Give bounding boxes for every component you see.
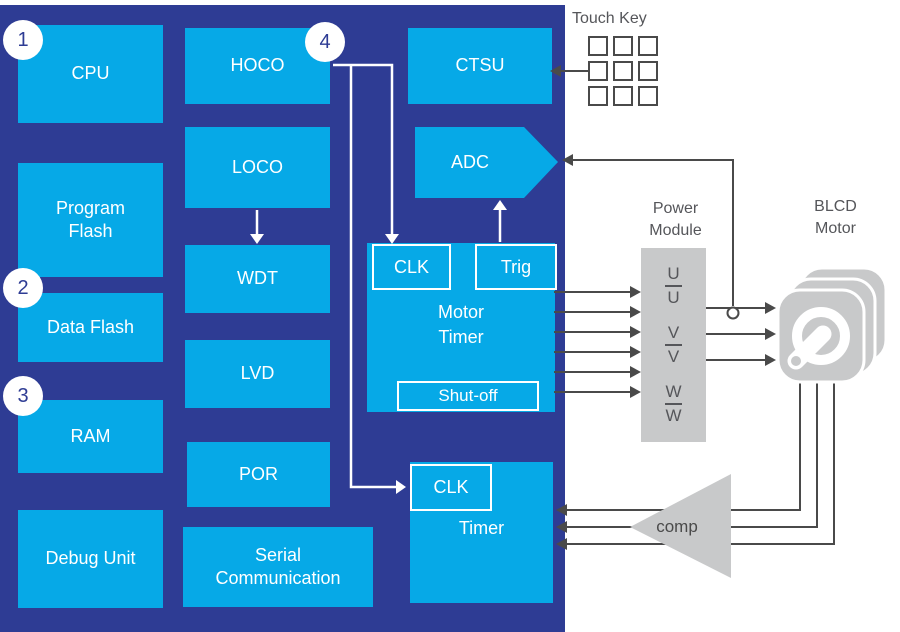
motor-timer-output-wires	[554, 291, 632, 393]
ctsu-label: CTSU	[455, 55, 505, 76]
timer-label: Timer	[458, 518, 505, 538]
por-label: POR	[238, 463, 278, 484]
touch-key-grid-icon	[588, 36, 658, 106]
phase-arrowheads	[765, 302, 776, 366]
phase-v: V V	[665, 324, 682, 366]
badge-4: 4	[305, 22, 345, 62]
phase-w: W W	[665, 382, 682, 425]
badge-3: 3	[3, 376, 43, 416]
hoco-label: HOCO	[230, 55, 285, 76]
motor-timer-label: Motor Timer	[367, 300, 555, 350]
motor-timer-line2: Timer	[438, 327, 484, 348]
phase-wires	[706, 307, 767, 361]
program-flash-line1: Program	[55, 197, 126, 218]
wire-hop-loop	[726, 306, 740, 320]
block-debug-unit: Debug Unit	[18, 510, 163, 608]
lvd-label: LVD	[240, 363, 275, 384]
block-ctsu: CTSU	[408, 28, 552, 104]
data-flash-label: Data Flash	[46, 316, 135, 337]
power-module: U U V V W W	[641, 248, 706, 442]
touch-key-label: Touch Key	[572, 10, 647, 27]
comparator-label: comp	[656, 517, 698, 536]
badge-1: 1	[3, 20, 43, 60]
program-flash-line2: Flash	[68, 221, 113, 241]
block-data-flash: Data Flash	[18, 293, 163, 362]
block-ram: RAM	[18, 400, 163, 473]
serial-line2: Communication	[215, 568, 341, 588]
block-por: POR	[187, 442, 330, 507]
motor-timer-clk-label: CLK	[393, 256, 429, 277]
wdt-label: WDT	[237, 268, 278, 289]
ram-label: RAM	[70, 425, 111, 446]
motor-timer-shutoff-box: Shut-off	[397, 381, 539, 411]
shutoff-label: Shut-off	[438, 386, 498, 405]
motor-timer-line1: Motor	[437, 302, 484, 322]
block-loco: LOCO	[185, 127, 330, 208]
motor-timer-clk-box: CLK	[372, 244, 451, 290]
motor-timer-output-arrowheads	[630, 286, 641, 398]
timer-clk-box: CLK	[410, 464, 492, 511]
adc-label: ADC	[450, 152, 489, 172]
block-serial-communication: Serial Communication	[183, 527, 373, 607]
blcd-motor-label: BLCD Motor	[814, 198, 857, 237]
badge-2: 2	[3, 268, 43, 308]
timer-clk-label: CLK	[433, 477, 469, 497]
serial-line1: Serial	[254, 544, 302, 565]
motor-icon	[776, 266, 888, 384]
motor-timer-trig-label: Trig	[500, 256, 532, 277]
phase-u: U U	[665, 265, 682, 307]
block-program-flash: Program Flash	[18, 163, 163, 277]
motor-timer-trig-box: Trig	[475, 244, 557, 290]
loco-label: LOCO	[231, 156, 283, 177]
debug-unit-label: Debug Unit	[45, 548, 136, 569]
block-lvd: LVD	[185, 340, 330, 408]
power-module-label: Power Module	[649, 200, 702, 239]
block-cpu-label: CPU	[71, 63, 110, 84]
block-wdt: WDT	[185, 245, 330, 313]
